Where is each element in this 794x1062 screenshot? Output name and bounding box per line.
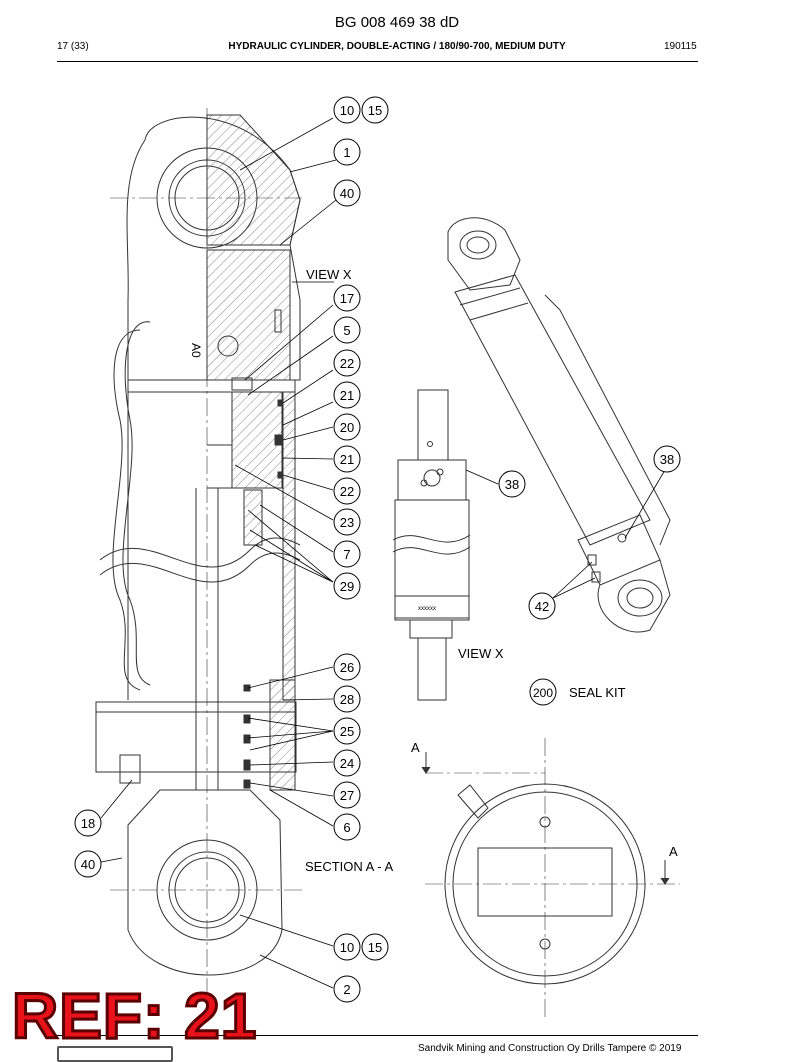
- svg-text:40: 40: [81, 857, 95, 872]
- callout-balloon: 40: [333, 179, 361, 207]
- svg-text:21: 21: [340, 388, 354, 403]
- callout-balloon: 40: [74, 850, 102, 878]
- svg-text:38: 38: [505, 477, 519, 492]
- callout-balloon: 17: [333, 284, 361, 312]
- callout-balloon: 15: [361, 96, 389, 124]
- seal-kit-label: SEAL KIT: [569, 685, 626, 700]
- callout-balloon: 22: [333, 477, 361, 505]
- svg-text:1: 1: [343, 145, 350, 160]
- callout-balloon: 26: [333, 653, 361, 681]
- svg-text:17: 17: [340, 291, 354, 306]
- svg-text:40: 40: [340, 186, 354, 201]
- callout-balloon: 38: [653, 445, 681, 473]
- svg-text:22: 22: [340, 484, 354, 499]
- svg-text:21: 21: [340, 452, 354, 467]
- callout-balloon: 25: [333, 717, 361, 745]
- callout-balloon: 10: [333, 96, 361, 124]
- callout-balloon: 21: [333, 445, 361, 473]
- svg-text:10: 10: [340, 103, 354, 118]
- page-number: 17 (33): [57, 41, 89, 52]
- svg-text:5: 5: [343, 323, 350, 338]
- callout-balloon: 10: [333, 933, 361, 961]
- callout-balloon: 5: [333, 316, 361, 344]
- footer-copyright: Sandvik Mining and Construction Oy Drill…: [418, 1043, 682, 1054]
- callout-balloon: 18: [74, 809, 102, 837]
- section-marker-left: A: [411, 740, 420, 755]
- svg-text:24: 24: [340, 756, 354, 771]
- callout-balloon: 28: [333, 685, 361, 713]
- callout-balloon: 20: [333, 413, 361, 441]
- callout-balloon: 7: [333, 540, 361, 568]
- ref-banner: REF: 21: [10, 980, 258, 1052]
- svg-text:20: 20: [340, 420, 354, 435]
- section-a-a-drawing: [421, 738, 680, 1020]
- svg-text:7: 7: [343, 547, 350, 562]
- svg-text:22: 22: [340, 356, 354, 371]
- callout-balloon: 24: [333, 749, 361, 777]
- view-x-caption: VIEW X: [458, 646, 504, 661]
- callout-balloon: 42: [528, 592, 556, 620]
- callout-balloon: 21: [333, 381, 361, 409]
- svg-text:28: 28: [340, 692, 354, 707]
- section-marker-right: A: [669, 844, 678, 859]
- callout-leaders: [100, 117, 666, 989]
- view-x-arrow-label: VIEW X: [306, 267, 352, 282]
- svg-text:29: 29: [340, 579, 354, 594]
- svg-text:200: 200: [533, 686, 553, 700]
- view-x-drawing: [392, 389, 471, 701]
- svg-text:27: 27: [340, 788, 354, 803]
- document-title: HYDRAULIC CYLINDER, DOUBLE-ACTING / 180/…: [228, 41, 566, 52]
- svg-text:38: 38: [660, 452, 674, 467]
- document-code: BG 008 469 38 dD: [334, 14, 460, 31]
- callout-balloon: 38: [498, 470, 526, 498]
- header-rule: [57, 61, 698, 62]
- callout-balloon: 2: [333, 975, 361, 1003]
- section-a-a-label: SECTION A - A: [305, 859, 393, 874]
- cylinder-marking: A0: [189, 343, 203, 358]
- svg-text:18: 18: [81, 816, 95, 831]
- callout-balloon: 27: [333, 781, 361, 809]
- callout-balloon: 29: [333, 572, 361, 600]
- footer-rule: [57, 1035, 698, 1036]
- isometric-cylinder-drawing: [447, 217, 671, 633]
- svg-text:23: 23: [340, 515, 354, 530]
- callout-balloon: 1: [333, 138, 361, 166]
- nameplate-text: xxxxxx: [418, 606, 436, 612]
- callout-balloon: 23: [333, 508, 361, 536]
- svg-text:42: 42: [535, 599, 549, 614]
- svg-text:25: 25: [340, 724, 354, 739]
- callout-balloon: 6: [333, 813, 361, 841]
- seal-kit-balloon: 200: [529, 678, 557, 706]
- callout-balloon: 22: [333, 349, 361, 377]
- svg-text:15: 15: [368, 103, 382, 118]
- svg-text:26: 26: [340, 660, 354, 675]
- document-date: 190115: [664, 41, 697, 52]
- svg-text:6: 6: [343, 820, 350, 835]
- svg-text:10: 10: [340, 940, 354, 955]
- callout-balloon: 15: [361, 933, 389, 961]
- svg-text:2: 2: [343, 982, 350, 997]
- svg-text:15: 15: [368, 940, 382, 955]
